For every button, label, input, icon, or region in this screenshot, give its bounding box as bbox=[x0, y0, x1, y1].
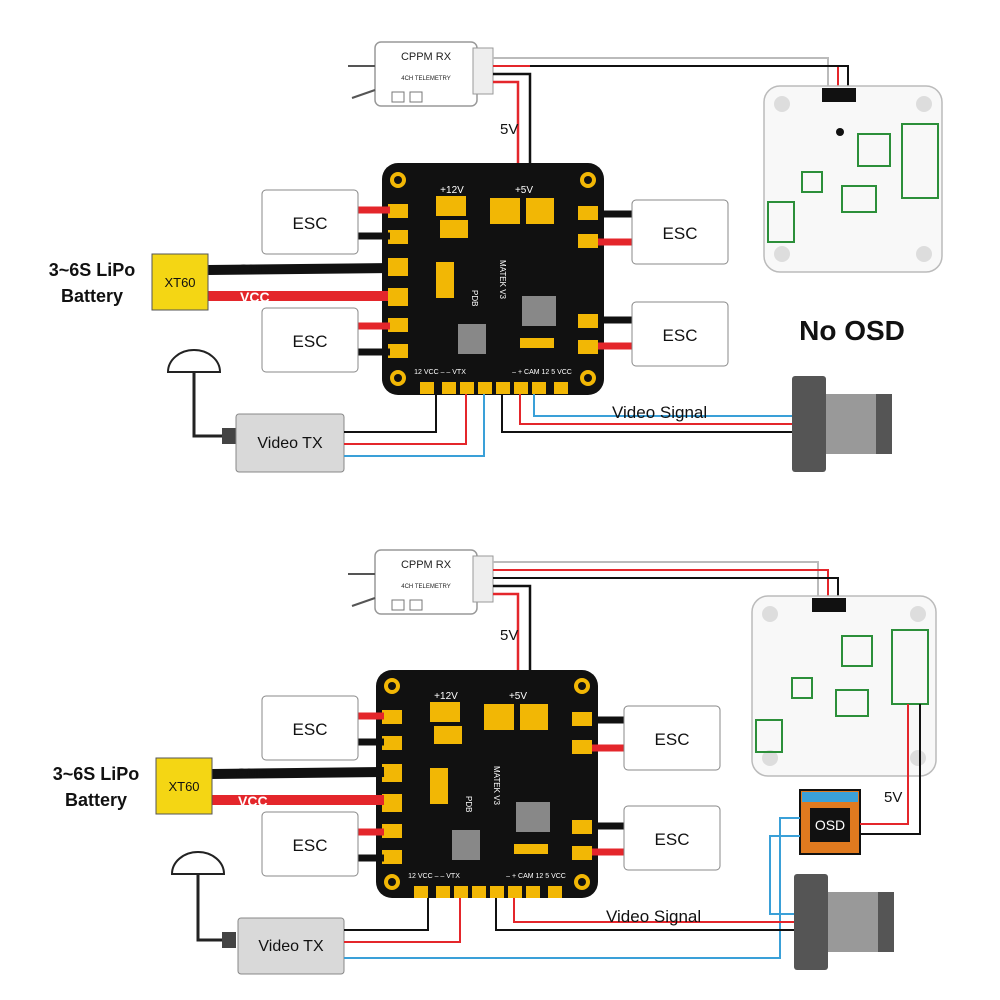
esc-right-2: ESC bbox=[598, 301, 729, 367]
pdb-brand: MATEK V3 bbox=[498, 260, 507, 300]
camera bbox=[794, 874, 894, 970]
pdb-side-label: PDB bbox=[470, 290, 479, 306]
cam-pads-label: – + CAM 12 5 VCC bbox=[512, 369, 572, 376]
esc-left-1: ESC bbox=[261, 695, 384, 761]
esc-label: ESC bbox=[663, 326, 698, 345]
esc-label: ESC bbox=[293, 720, 328, 739]
battery: XT60 GND VCC 3~6S LiPo Battery bbox=[53, 757, 385, 815]
rail-12v-label: +12V bbox=[434, 691, 458, 702]
battery-name-line2: Battery bbox=[61, 286, 123, 306]
panel-top: CPPM RX 4CH TELEMETRY 5V bbox=[49, 41, 943, 473]
panel-bottom: CPPM RX 4CH TELEMETRY 5V bbox=[53, 549, 937, 975]
esc-label: ESC bbox=[663, 224, 698, 243]
video-signal-label: Video Signal bbox=[606, 907, 701, 926]
esc-left-1: ESC bbox=[261, 189, 390, 255]
rail-5v-label: +5V bbox=[515, 185, 533, 196]
power-distribution-board: +12V +5V MATEK V3 PDB bbox=[382, 163, 604, 395]
video-tx-label: Video TX bbox=[257, 435, 323, 452]
receiver-title: CPPM RX bbox=[401, 51, 452, 63]
receiver-subtitle: 4CH TELEMETRY bbox=[401, 76, 450, 82]
power-distribution-board: +12V +5V MATEK V3 PDB bbox=[376, 670, 598, 898]
vtx-pads-label: 12 VCC – – VTX bbox=[414, 369, 466, 376]
no-osd-label: No OSD bbox=[799, 315, 905, 346]
battery-name: 3~6S LiPo bbox=[49, 260, 136, 280]
pdb-brand: MATEK V3 bbox=[492, 766, 501, 806]
esc-label: ESC bbox=[655, 830, 690, 849]
rail-12v-label: +12V bbox=[440, 185, 464, 196]
rx-voltage-label: 5V bbox=[500, 627, 518, 644]
esc-right-2: ESC bbox=[592, 805, 721, 871]
receiver: CPPM RX 4CH TELEMETRY bbox=[348, 549, 494, 615]
battery-name: 3~6S LiPo bbox=[53, 764, 140, 784]
flight-controller bbox=[763, 85, 943, 273]
camera bbox=[792, 376, 892, 472]
video-tx-label: Video TX bbox=[258, 938, 324, 955]
video-transmitter: Video TX bbox=[170, 851, 345, 975]
esc-left-2: ESC bbox=[261, 811, 384, 877]
vcc-label: VCC bbox=[238, 793, 268, 809]
rx-voltage-label: 5V bbox=[500, 121, 518, 138]
xt60-label: XT60 bbox=[164, 275, 195, 290]
esc-right-1: ESC bbox=[598, 199, 729, 265]
esc-label: ESC bbox=[293, 332, 328, 351]
osd-module: OSD bbox=[799, 789, 861, 855]
cam-pads-label: – + CAM 12 5 VCC bbox=[506, 873, 566, 880]
receiver: CPPM RX 4CH TELEMETRY bbox=[348, 41, 494, 107]
osd-voltage-label: 5V bbox=[884, 789, 902, 806]
esc-label: ESC bbox=[293, 836, 328, 855]
receiver-title: CPPM RX bbox=[401, 559, 452, 571]
flight-controller bbox=[751, 595, 937, 777]
video-signal-label: Video Signal bbox=[612, 403, 707, 422]
xt60-label: XT60 bbox=[168, 779, 199, 794]
esc-label: ESC bbox=[655, 730, 690, 749]
esc-right-1: ESC bbox=[592, 705, 721, 771]
esc-left-2: ESC bbox=[261, 307, 390, 373]
video-transmitter: Video TX bbox=[166, 349, 345, 473]
osd-label: OSD bbox=[815, 817, 845, 833]
esc-label: ESC bbox=[293, 214, 328, 233]
vtx-pads-label: 12 VCC – – VTX bbox=[408, 873, 460, 880]
rail-5v-label: +5V bbox=[509, 691, 527, 702]
pdb-side-label: PDB bbox=[464, 796, 473, 812]
battery-name-line2: Battery bbox=[65, 790, 127, 810]
gnd-label: GND bbox=[238, 261, 269, 277]
gnd-label: GND bbox=[236, 765, 267, 781]
battery: XT60 GND VCC 3~6S LiPo Battery bbox=[49, 253, 389, 311]
vcc-label: VCC bbox=[240, 289, 270, 305]
receiver-subtitle: 4CH TELEMETRY bbox=[401, 584, 450, 590]
